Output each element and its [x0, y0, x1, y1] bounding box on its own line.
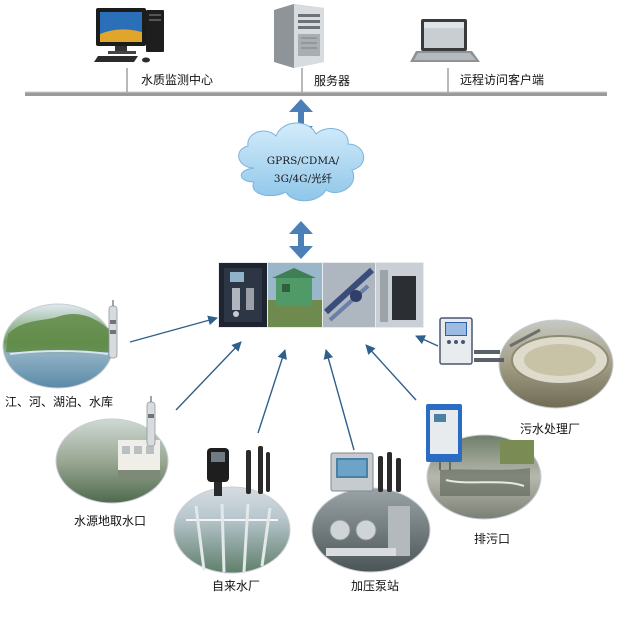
label-pump-station: 加压泵站 [351, 579, 400, 593]
cabinet-analyzer-icon [426, 404, 462, 470]
laptop-icon [410, 19, 480, 62]
sewage-plant-photo [498, 319, 614, 409]
submersible-probe-icon [146, 396, 156, 447]
label-sewage-plant: 污水处理厂 [520, 422, 581, 436]
label-sewage-outlet: 排污口 [474, 532, 511, 546]
label-server: 服务器 [314, 74, 351, 88]
controller-box-icon [439, 317, 504, 365]
network-bus [25, 68, 607, 96]
waterworks-photo [173, 486, 291, 574]
double-arrow-cloud-to-station [289, 221, 313, 259]
cloud-label-line1: GPRS/CDMA/ [266, 155, 340, 167]
label-water-intake: 水源地取水口 [74, 514, 147, 528]
online-analyzer-icon [330, 452, 401, 492]
source-arrows [129, 315, 439, 451]
label-monitoring-center: 水质监测中心 [141, 73, 214, 87]
desktop-computer-icon [94, 8, 164, 63]
label-rivers-lakes: 江、河、湖泊、水库 [5, 395, 114, 409]
server-icon [274, 4, 324, 68]
cloud-label: GPRS/CDMA/ 3G/4G/光纤 [243, 152, 363, 188]
water-quality-probe-icon [108, 300, 118, 359]
monitoring-station-photo [218, 262, 424, 328]
handheld-meter-icon [207, 446, 270, 496]
cloud-label-line2: 3G/4G/光纤 [273, 173, 333, 185]
network-cloud [238, 122, 364, 202]
label-remote-client: 远程访问客户端 [460, 73, 545, 87]
lake-photo [2, 303, 114, 389]
label-waterworks: 自来水厂 [212, 579, 261, 593]
pump-station-photo [311, 487, 431, 573]
